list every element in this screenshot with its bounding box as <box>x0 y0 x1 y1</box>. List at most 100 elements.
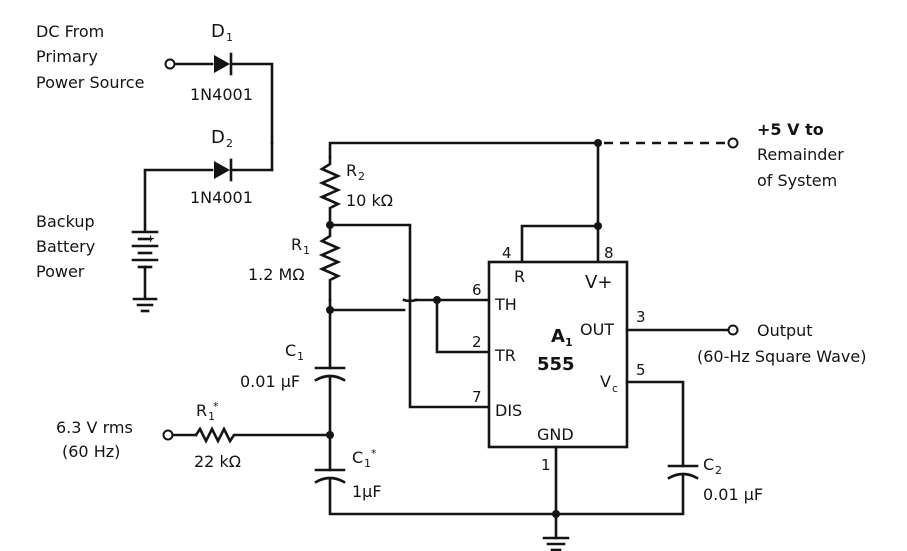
svg-text:10 kΩ: 10 kΩ <box>346 191 393 210</box>
svg-text:Battery: Battery <box>36 237 95 256</box>
pin-7-number: 7 <box>472 388 482 406</box>
svg-text:D: D <box>211 21 225 42</box>
diode-d1 <box>214 52 233 76</box>
svg-text:Remainder: Remainder <box>757 145 844 164</box>
svg-text:Primary: Primary <box>36 47 98 66</box>
svg-text:R: R <box>196 401 207 420</box>
svg-text:c: c <box>612 382 618 395</box>
battery-label: Backup Battery Power <box>36 212 95 281</box>
svg-text:1: 1 <box>303 244 310 257</box>
svg-text:2: 2 <box>358 170 365 183</box>
pin-2-number: 2 <box>472 333 482 351</box>
ic-labels: A 1 555 4 R 8 V+ 6 TH 2 TR 7 DIS 3 OUT 5… <box>472 244 646 474</box>
svg-text:Power: Power <box>36 262 85 281</box>
svg-text:1.2 MΩ: 1.2 MΩ <box>248 265 305 284</box>
pin-reset-label: R <box>514 267 525 286</box>
d1-label: D 1 1N4001 <box>190 21 253 104</box>
svg-text:of System: of System <box>757 171 837 190</box>
svg-text:1: 1 <box>364 457 371 470</box>
dc-input-wire <box>164 58 274 172</box>
pin-8-number: 8 <box>604 244 614 262</box>
pin-4-number: 4 <box>502 244 512 262</box>
svg-text:R: R <box>291 235 302 254</box>
pin-3-number: 3 <box>636 308 646 326</box>
ac-input-wire <box>162 426 332 444</box>
c1-label: C 1 0.01 μF <box>240 341 304 391</box>
svg-text:Backup: Backup <box>36 212 95 231</box>
svg-text:1N4001: 1N4001 <box>190 85 253 104</box>
c2-label: C 2 0.01 μF <box>703 455 763 504</box>
output-terminal <box>727 324 739 336</box>
r1-label: R 1 1.2 MΩ <box>248 235 310 284</box>
svg-text:(60 Hz): (60 Hz) <box>62 442 120 461</box>
pin-1-number: 1 <box>541 456 551 474</box>
svg-text:C: C <box>285 341 296 360</box>
svg-text:*: * <box>213 400 219 413</box>
threshold-trigger-net <box>326 296 491 354</box>
ac-input-terminal <box>162 429 174 441</box>
svg-text:D: D <box>211 127 225 148</box>
svg-text:(60-Hz Square Wave): (60-Hz Square Wave) <box>697 347 866 366</box>
battery-polarity-label: + <box>146 232 155 245</box>
capacitor-c1-star <box>314 468 558 516</box>
svg-text:+5 V to: +5 V to <box>757 120 824 139</box>
diode-d2 <box>214 158 233 182</box>
node-r2-r1 <box>326 221 412 302</box>
ic-555 <box>487 260 629 540</box>
svg-text:C: C <box>352 448 363 467</box>
r1-star-label: R 1 * 22 kΩ <box>194 400 241 471</box>
supply-dashed-output <box>604 137 739 149</box>
output-wire <box>625 324 739 336</box>
signal-output-label: Output (60-Hz Square Wave) <box>697 321 866 366</box>
pin-6-number: 6 <box>472 281 482 299</box>
pin-out-label: OUT <box>580 320 614 339</box>
capacitor-c1 <box>314 308 346 472</box>
battery-wire <box>143 168 274 232</box>
pin-vplus-label: V+ <box>585 272 612 293</box>
discharge-net <box>408 298 491 409</box>
dc-input-terminal <box>164 58 176 70</box>
svg-text:0.01 μF: 0.01 μF <box>703 485 763 504</box>
capacitor-c2 <box>554 380 699 516</box>
svg-text:DC From: DC From <box>36 22 104 41</box>
pin-dis-label: DIS <box>495 401 522 420</box>
svg-text:*: * <box>371 447 377 460</box>
svg-text:6.3 V rms: 6.3 V rms <box>56 418 133 437</box>
svg-text:Power Source: Power Source <box>36 73 144 92</box>
pin-th-label: TH <box>494 295 517 314</box>
svg-text:1: 1 <box>226 31 233 44</box>
svg-text:22 kΩ: 22 kΩ <box>194 452 241 471</box>
battery-ground-icon <box>132 297 158 313</box>
svg-text:1μF: 1μF <box>352 482 382 501</box>
svg-text:1N4001: 1N4001 <box>190 188 253 207</box>
supply-rail <box>270 139 602 264</box>
svg-text:2: 2 <box>715 464 722 477</box>
resistor-r2 <box>318 155 342 224</box>
r2-label: R 2 10 kΩ <box>346 161 393 210</box>
ground-icon <box>542 536 570 551</box>
c1-star-label: C 1 * 1μF <box>352 447 382 501</box>
svg-text:1: 1 <box>565 336 573 349</box>
resistor-r1 <box>318 223 342 302</box>
pin-5-number: 5 <box>636 361 646 379</box>
svg-text:R: R <box>346 161 357 180</box>
svg-text:1: 1 <box>208 410 215 423</box>
pin-gnd-label: GND <box>537 425 574 444</box>
pin-vc-label: V <box>600 372 611 391</box>
dc-source-label: DC From Primary Power Source <box>36 22 144 92</box>
ic-part: 555 <box>537 354 575 375</box>
svg-text:1: 1 <box>297 350 304 363</box>
resistor-r1-star <box>194 426 332 444</box>
pin-tr-label: TR <box>494 346 516 365</box>
battery-symbol <box>131 230 159 300</box>
supply-output-label: +5 V to Remainder of System <box>757 120 844 190</box>
ac-input-label: 6.3 V rms (60 Hz) <box>56 418 133 461</box>
ic-name: A <box>551 326 565 347</box>
d2-label: D 2 1N4001 <box>190 127 253 207</box>
svg-text:0.01 μF: 0.01 μF <box>240 372 300 391</box>
svg-text:Output: Output <box>757 321 813 340</box>
supply-output-terminal <box>727 137 739 149</box>
svg-text:2: 2 <box>226 137 233 150</box>
